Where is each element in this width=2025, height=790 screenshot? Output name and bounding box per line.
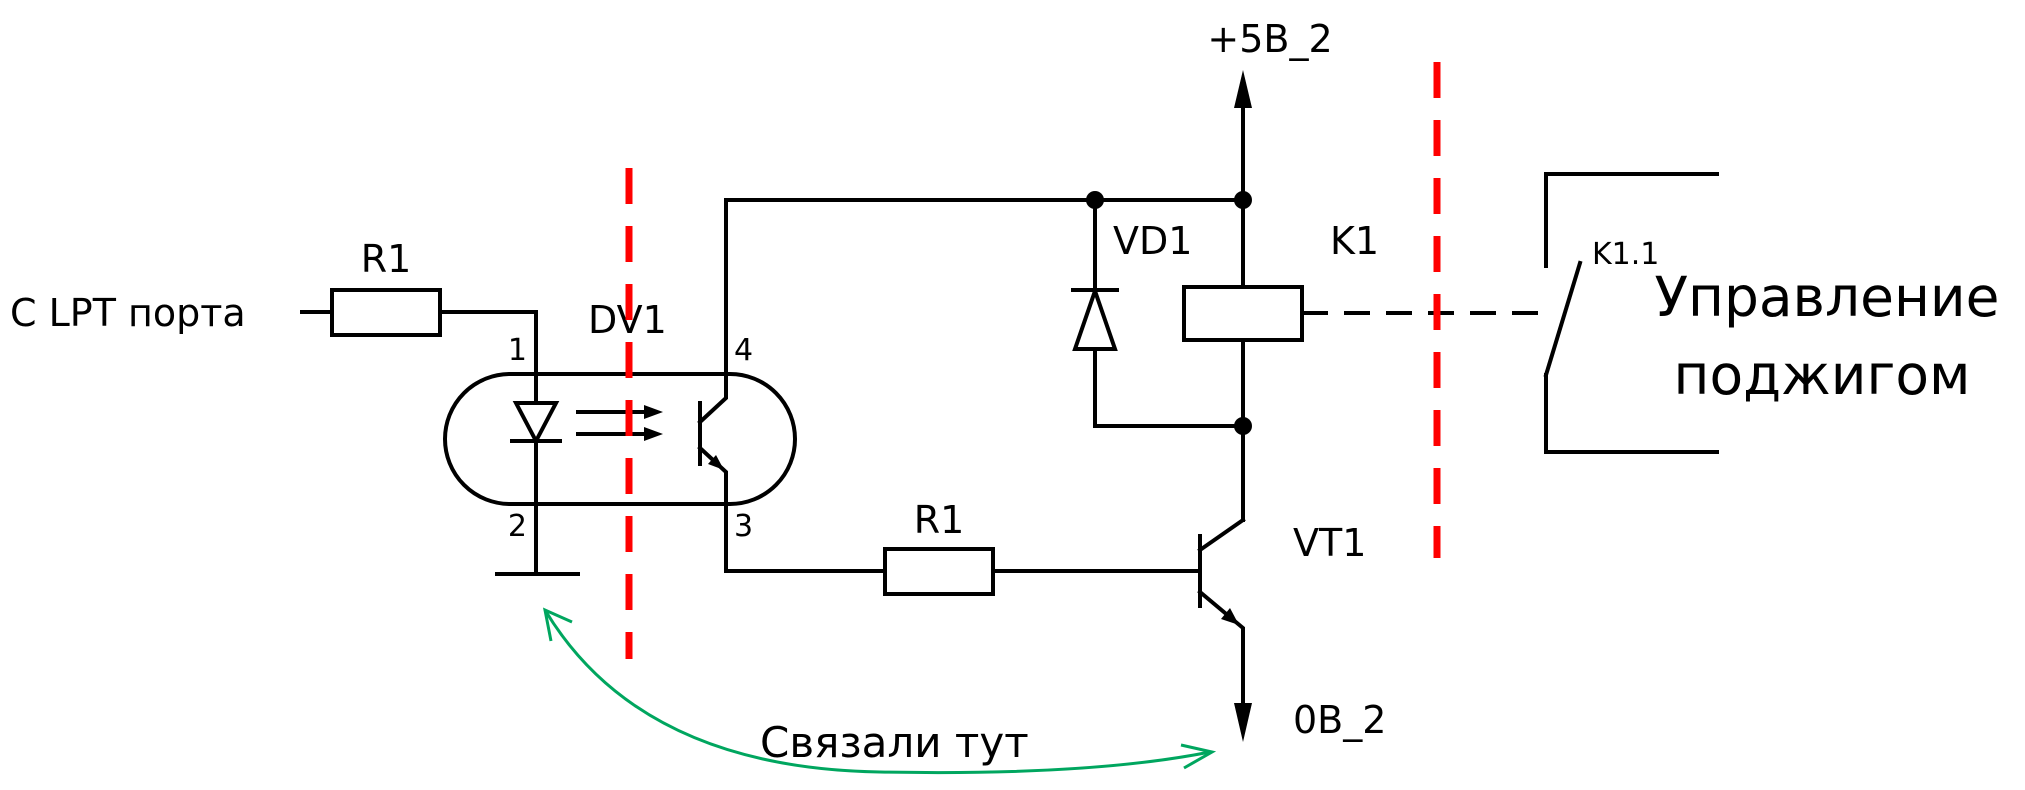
ground-arrow-down — [1234, 703, 1252, 742]
light-arrow-1-head — [644, 405, 663, 419]
transistor-emitter — [1197, 589, 1245, 705]
output-label-line2: поджигом — [1674, 343, 1971, 407]
contact-lower-terminal — [1544, 373, 1719, 454]
transistor-label: VT1 — [1293, 521, 1366, 565]
junction-dot-top-left — [1086, 191, 1104, 209]
resistor-r1-base-label: R1 — [914, 498, 965, 542]
output-label-line1: Управление — [1654, 265, 1999, 329]
annotation-arrowhead-left — [542, 607, 573, 642]
wire-opto-pin3-emitter — [697, 445, 887, 573]
input-net-label: С LPT порта — [10, 291, 246, 335]
junction-dot-top-right — [1234, 191, 1252, 209]
contact-upper-terminal — [1544, 172, 1719, 268]
ground-net-label: 0В_2 — [1293, 698, 1386, 742]
supply-arrow-up — [1234, 70, 1252, 108]
resistor-r1-input-label: R1 — [361, 237, 412, 281]
annotation-text: Связали тут — [760, 718, 1029, 767]
opto-pin1-number: 1 — [508, 333, 527, 368]
wire-diode-bottom — [1093, 347, 1245, 428]
annotation-arrowhead-right — [1180, 743, 1217, 770]
contact-label: K1.1 — [1592, 237, 1659, 272]
opto-pin2-number: 2 — [508, 509, 527, 544]
light-arrow-2-head — [644, 427, 663, 441]
wire-opto-pin4-collector — [697, 198, 728, 425]
phototransistor-emitter-arrow — [708, 455, 724, 470]
resistor-r1-base-body — [883, 547, 995, 596]
diode-triangle — [1072, 284, 1118, 351]
junction-dot-collector — [1234, 417, 1252, 435]
relay-coil-body — [1182, 285, 1304, 342]
resistor-r1-input-body — [330, 288, 442, 337]
optocoupler-body — [443, 372, 797, 506]
opto-pin3-number: 3 — [734, 509, 753, 544]
annotation-arrow-curve — [543, 609, 1211, 775]
led-triangle — [512, 401, 560, 446]
opto-pin4-number: 4 — [734, 333, 753, 368]
transistor-emitter-arrow — [1221, 608, 1239, 625]
relay-label: K1 — [1330, 219, 1379, 263]
contact-blade — [1543, 260, 1583, 378]
transistor-collector — [1197, 517, 1246, 553]
supply-net-label: +5В_2 — [1207, 17, 1332, 61]
diode-label: VD1 — [1113, 219, 1192, 263]
